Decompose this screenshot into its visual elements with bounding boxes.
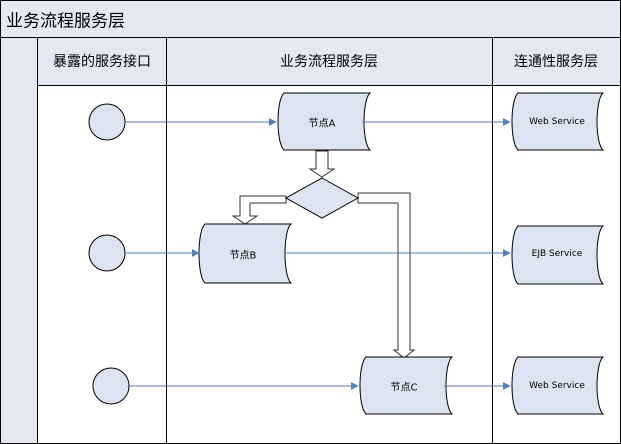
decision-diamond — [284, 177, 360, 219]
service-2-shape — [511, 225, 605, 285]
node-a-shape — [277, 92, 372, 151]
title-band — [0, 0, 621, 38]
block-arrow-decision-to-c — [357, 192, 416, 359]
node-b-shape — [198, 223, 293, 284]
interface-circle-3 — [92, 367, 130, 405]
interface-circle-2 — [88, 234, 126, 272]
side-strip — [0, 37, 38, 444]
service-1-shape — [511, 92, 605, 151]
node-c-shape — [359, 356, 454, 415]
block-arrow-decision-to-b — [231, 195, 287, 225]
header-row — [37, 37, 621, 86]
service-3-shape — [511, 356, 605, 415]
interface-circle-1 — [88, 103, 126, 141]
block-arrow-a-to-decision — [308, 150, 336, 178]
